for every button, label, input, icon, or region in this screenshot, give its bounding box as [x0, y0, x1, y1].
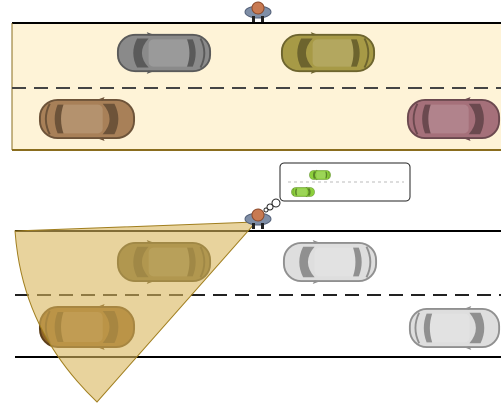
thought-dot-small [263, 207, 269, 213]
pedestrian-foot-right [261, 16, 264, 22]
pedestrian-top [244, 1, 272, 22]
thought-bubble [263, 162, 411, 213]
thought-car-right [291, 186, 315, 198]
field-of-view-cone [14, 221, 258, 403]
pedestrian-foot-left [252, 16, 255, 22]
pedestrian-foot-left [252, 223, 255, 229]
car-olive-lane1 [280, 32, 376, 74]
car-grey-lane1 [116, 32, 212, 74]
pedestrian-foot-right [261, 223, 264, 229]
thought-cars [291, 169, 331, 198]
thought-dot-large [271, 198, 281, 208]
pedestrian-bottom [244, 208, 272, 229]
car-hidden-lane1 [282, 240, 378, 284]
car-hidden-lane2 [408, 306, 501, 350]
car-tan-lane2 [38, 97, 136, 141]
thought-car-left [309, 169, 331, 181]
top-road-cars [38, 32, 501, 141]
car-mauve-lane2 [406, 97, 501, 141]
pedestrian-head [251, 208, 265, 222]
pedestrian-head [251, 1, 265, 15]
thought-dot-medium [266, 203, 274, 211]
